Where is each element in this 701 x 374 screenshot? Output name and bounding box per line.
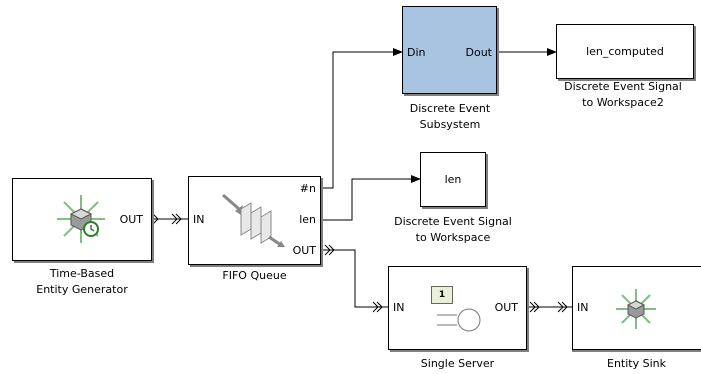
server-count-badge: 1 xyxy=(431,286,453,304)
entity-sink-icon xyxy=(616,289,656,329)
subsystem-caption: Discrete Event Subsystem xyxy=(380,101,520,133)
server-out-port: OUT xyxy=(494,301,518,314)
sink-in-port: IN xyxy=(577,301,589,314)
server-caption: Single Server xyxy=(420,357,495,370)
sink-caption: Entity Sink xyxy=(607,357,666,370)
single-server-block[interactable]: IN OUT 1 xyxy=(388,266,527,350)
entity-sink-block[interactable]: IN xyxy=(572,266,701,350)
to-workspace2-caption-line1: Discrete Event Signal xyxy=(564,80,682,93)
queue-len-port: len xyxy=(299,213,316,226)
fifo-queue-block[interactable]: IN #n len OUT xyxy=(188,176,321,265)
wire-n-to-din[interactable] xyxy=(321,48,403,189)
subsystem-din-port: Din xyxy=(407,46,426,59)
to-workspace2-caption-line2: to Workspace2 xyxy=(582,96,664,109)
generator-caption: Time-Based Entity Generator xyxy=(2,266,162,298)
generator-caption-line2: Entity Generator xyxy=(36,283,128,296)
generator-caption-line1: Time-Based xyxy=(49,267,115,280)
entity-generator-icon xyxy=(57,195,105,243)
generator-out-port: OUT xyxy=(119,213,143,226)
server-icon xyxy=(437,308,481,332)
to-workspace-caption: Discrete Event Signal to Workspace xyxy=(370,214,536,246)
to-workspace-caption-line1: Discrete Event Signal xyxy=(394,215,512,228)
fifo-queue-icon xyxy=(222,193,285,247)
queue-out-port: OUT xyxy=(292,244,316,257)
to-workspace-caption-line2: to Workspace xyxy=(415,231,491,244)
wire-len-to-workspace[interactable] xyxy=(321,175,421,221)
queue-n-port: #n xyxy=(299,182,316,195)
subsystem-caption-line2: Subsystem xyxy=(419,118,481,131)
discrete-event-subsystem-block[interactable]: Din Dout xyxy=(402,6,497,94)
queue-caption: FIFO Queue xyxy=(222,269,287,282)
to-workspace-variable: len xyxy=(444,173,462,186)
entity-port-chevrons xyxy=(148,213,568,313)
to-workspace2-block[interactable]: len_computed xyxy=(556,24,694,79)
to-workspace2-caption: Discrete Event Signal to Workspace2 xyxy=(545,79,701,111)
server-count-value: 1 xyxy=(438,290,446,300)
subsystem-dout-port: Dout xyxy=(465,46,493,59)
server-in-port: IN xyxy=(393,301,405,314)
wire-queue-to-server[interactable] xyxy=(321,249,388,308)
time-based-entity-generator-block[interactable]: OUT xyxy=(12,178,152,261)
subsystem-caption-line1: Discrete Event xyxy=(409,102,491,115)
to-workspace-block[interactable]: len xyxy=(420,152,486,207)
to-workspace2-variable: len_computed xyxy=(586,45,664,58)
queue-in-port: IN xyxy=(193,213,205,226)
